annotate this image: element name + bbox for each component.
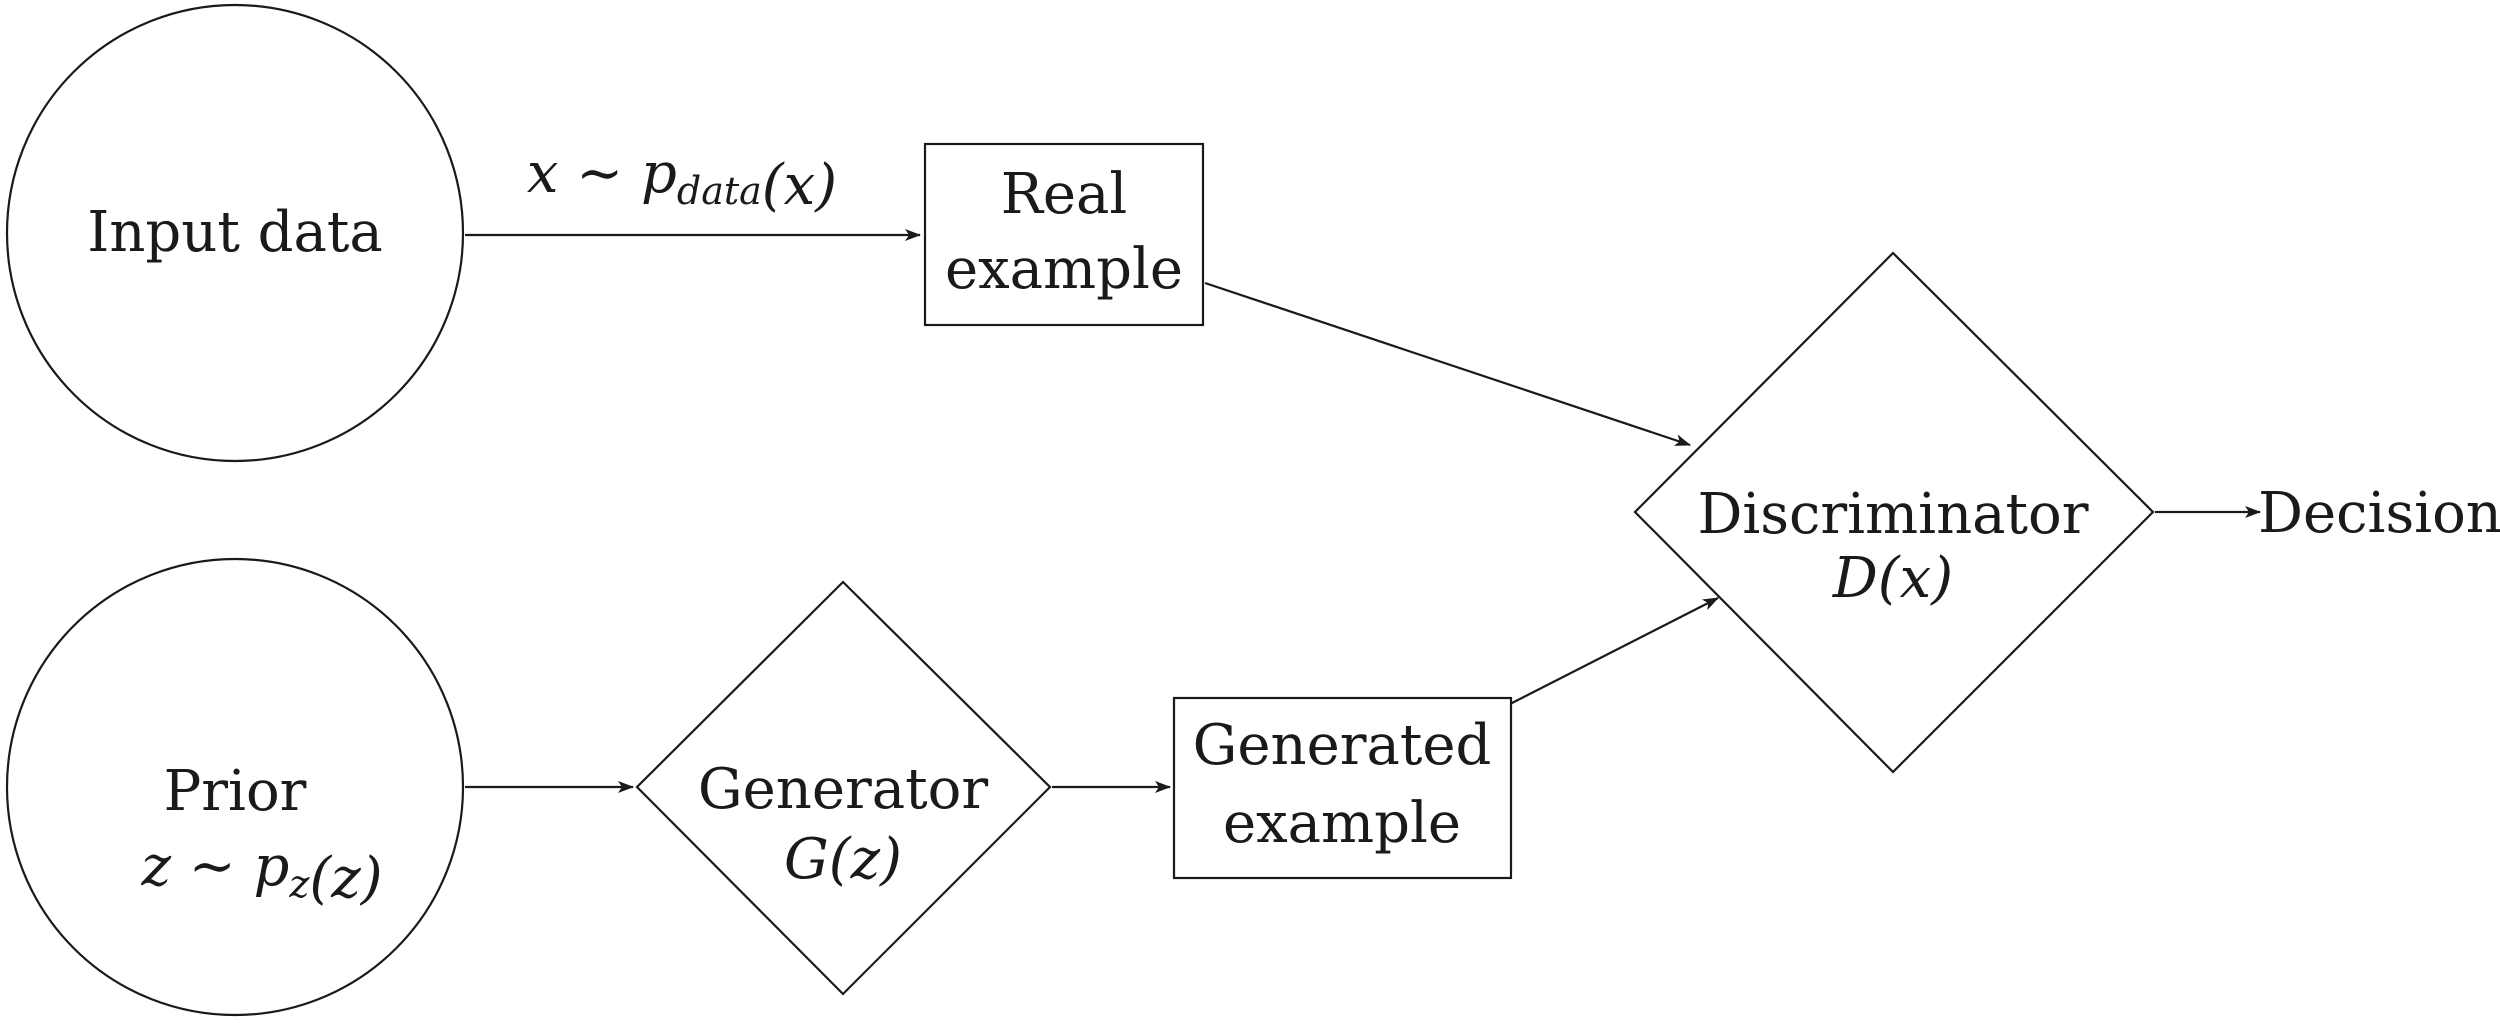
discriminator-label: Discriminator <box>1697 482 2088 547</box>
input-data-circle <box>5 3 465 463</box>
node-generated-example: Generated example <box>1172 696 1513 880</box>
node-prior: Prior z ∼ pz(z) <box>5 557 465 1017</box>
edge-real-to-discriminator <box>1204 281 1691 447</box>
discriminator-diamond <box>1633 251 2155 774</box>
node-real-example: Real example <box>923 142 1205 327</box>
generator-diamond <box>635 580 1052 996</box>
discriminator-formula: D(x) <box>1832 546 1953 611</box>
input-data-label: Input data <box>87 200 383 265</box>
generated-example-box <box>1172 696 1513 880</box>
decision-label: Decision <box>2258 481 2500 546</box>
edge-generated-to-discriminator <box>1509 597 1719 705</box>
node-input-data: Input data <box>5 3 465 463</box>
generated-example-line1: Generated <box>1193 713 1492 778</box>
node-discriminator: Discriminator D(x) <box>1633 251 2155 774</box>
prior-formula: z ∼ pz(z) <box>140 834 382 911</box>
prior-label: Prior <box>164 759 307 824</box>
generator-label: Generator <box>698 757 988 822</box>
real-example-line1: Real <box>1001 162 1128 227</box>
edge-input-to-real-label: x ∼ pdata(x) <box>527 141 837 218</box>
prior-circle <box>5 557 465 1017</box>
real-example-line2: example <box>945 237 1183 302</box>
node-generator: Generator G(z) <box>635 580 1052 996</box>
real-example-box <box>923 142 1205 327</box>
generator-formula: G(z) <box>784 827 902 892</box>
generated-example-line2: example <box>1223 791 1461 856</box>
